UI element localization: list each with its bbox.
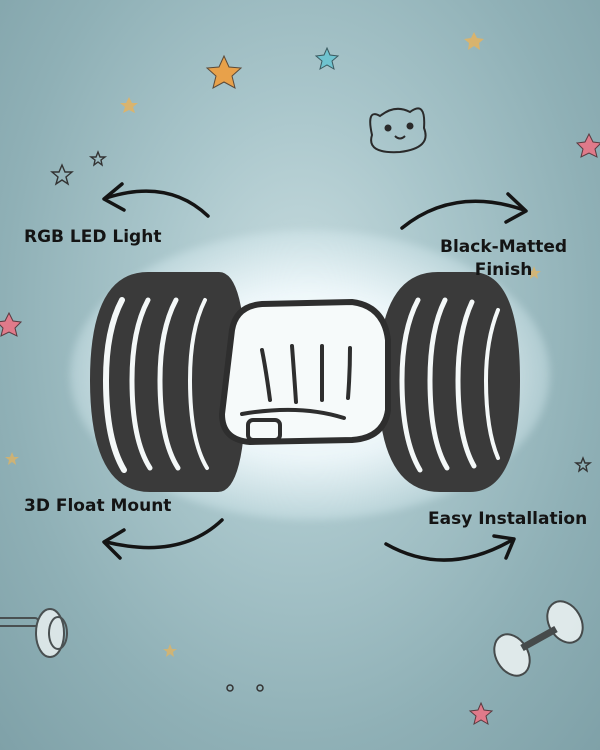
right-weight-plates [378, 271, 520, 492]
feature-black-matted-finish: Black-Matted Finish [440, 236, 567, 282]
feature-label-line: Finish [474, 259, 533, 280]
curved-arrow-icon [102, 182, 210, 218]
feature-label-line: Black-Matted [440, 237, 568, 257]
feature-3d-float-mount: 3D Float Mount [24, 496, 172, 516]
curved-arrow-icon [102, 518, 224, 560]
curved-arrow-icon [400, 192, 528, 230]
left-weight-plates [90, 271, 246, 492]
feature-rgb-led-light: RGB LED Light [24, 227, 162, 247]
curved-arrow-icon [384, 534, 516, 562]
fist-shape [218, 298, 391, 446]
feature-easy-installation: Easy Installation [428, 509, 588, 529]
